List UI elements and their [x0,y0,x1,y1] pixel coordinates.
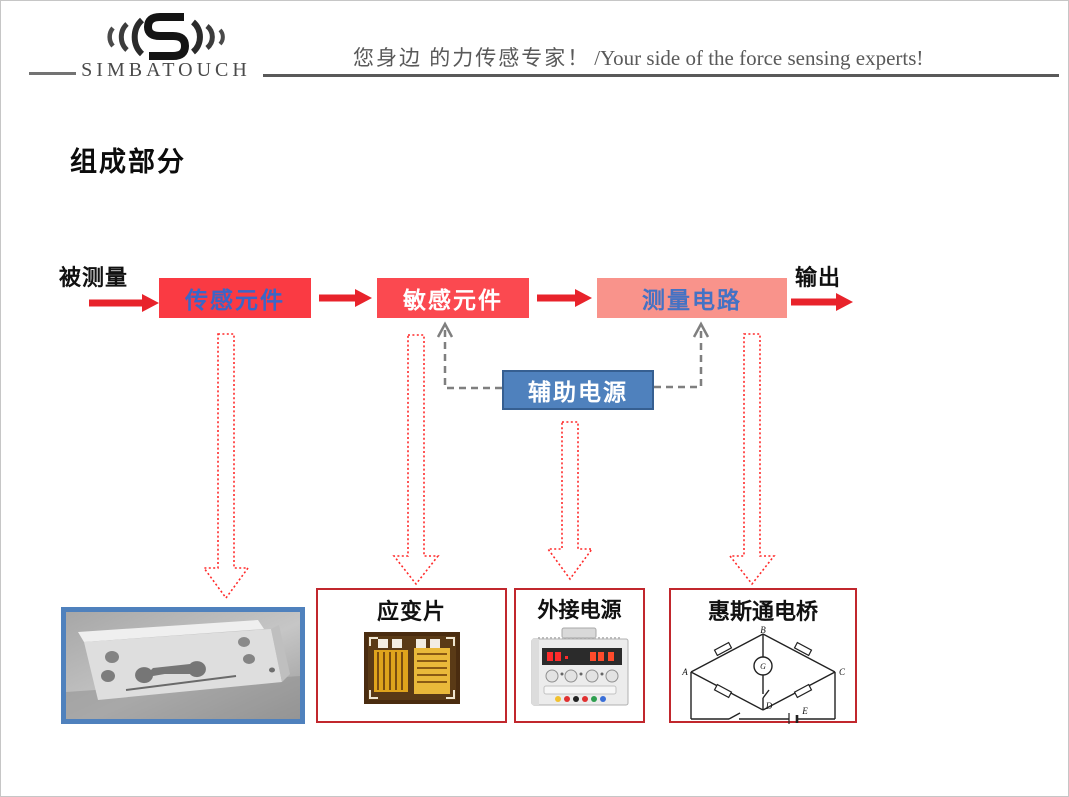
load-cell-image [66,612,300,719]
arrow-sensing-to-sensitive [319,289,372,307]
dashed-connector-aux-to-circuit [654,321,710,389]
bridge-label-d: D [765,701,773,711]
flow-box-sensitive-element: 敏感元件 [377,278,529,318]
dotted-arrow-sensing-to-photo [202,333,250,600]
logo-wordmark: SIMBATOUCH [81,59,251,81]
bridge-label-b: B [760,626,766,635]
bridge-label-g: G [760,662,766,671]
external-power-box: 外接电源 [514,588,645,723]
dotted-arrow-sensitive-to-strain-gauge [392,334,440,586]
arrow-input-to-sensing [89,294,159,312]
external-power-label: 外接电源 [537,599,622,622]
bridge-label-c: C [839,667,846,677]
dotted-arrow-circuit-to-bridge [728,333,776,586]
flow-box-sensing-element: 传感元件 [159,278,311,318]
simbatouch-logo-icon [107,13,225,60]
strain-gauge-label: 应变片 [376,599,446,624]
header-rule-main [263,74,1059,77]
bridge-label-a: A [681,667,688,677]
external-power-image [531,627,628,706]
flow-box-measuring-circuit: 测量电路 [597,278,787,318]
bridge-label-e: E [801,706,808,716]
dashed-connector-aux-to-sensitive [436,321,502,390]
strain-gauge-image [363,632,460,704]
wheatstone-bridge-box: 惠斯通电桥 [669,588,857,725]
page-title: 组成部分 [70,147,186,177]
flow-input-label: 被测量 [59,265,129,290]
wheatstone-bridge-image: B A C D G E [681,625,846,725]
wheatstone-bridge-label: 惠斯通电桥 [707,599,818,624]
dotted-arrow-aux-to-external-power [546,421,594,581]
flow-output-label: 输出 [795,265,842,290]
arrow-sensitive-to-circuit [537,289,592,307]
flow-box-auxiliary-power: 辅助电源 [502,370,654,410]
tagline-chinese: 您身边 的力传感专家！ [353,46,591,70]
arrow-circuit-to-output [791,293,853,311]
tagline-english: /Your side of the force sensing experts! [594,46,924,70]
header-tagline: 您身边 的力传感专家！/Your side of the force sensi… [353,42,1053,72]
strain-gauge-box: 应变片 [316,588,507,723]
header-rule-left [29,72,76,75]
load-cell-photo [61,607,305,724]
